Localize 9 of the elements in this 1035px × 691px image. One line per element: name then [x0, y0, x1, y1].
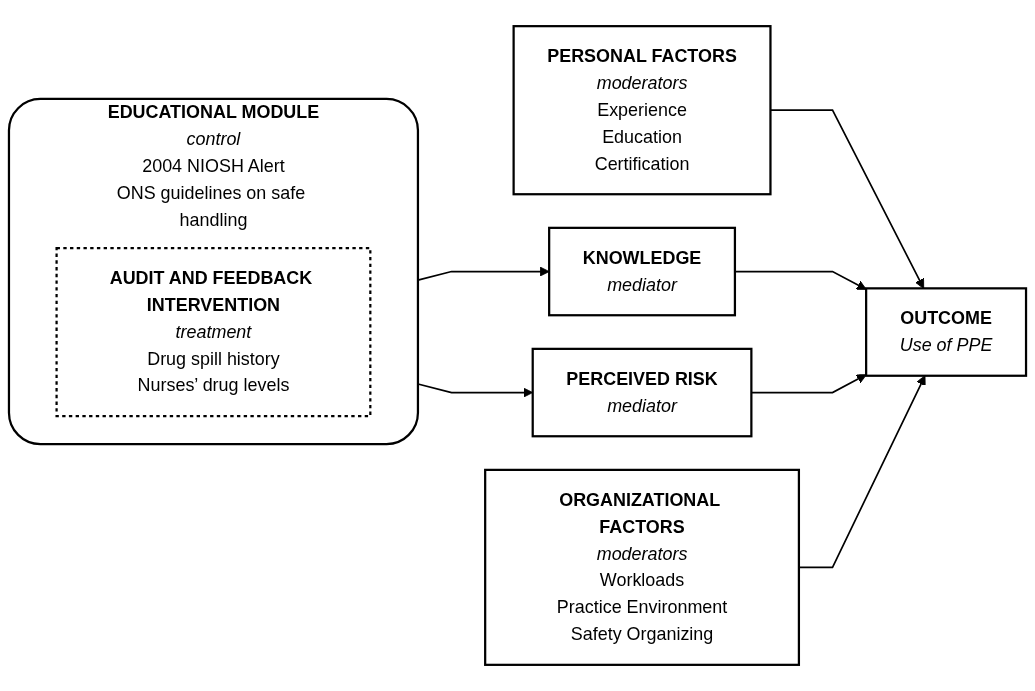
node-box: AUDIT AND FEEDBACK INTERVENTION treatment Drug spill history Nurses’ drug levels — [55, 246, 372, 418]
node-box: OUTCOME Use of PPE — [865, 287, 1028, 377]
arrow — [798, 375, 926, 569]
node-box: KNOWLEDGE mediator — [548, 226, 737, 317]
node-box: PERCEIVED RISK mediator — [531, 347, 753, 438]
node-box: PERSONAL FACTORS moderators Experience Education Certification — [512, 25, 772, 196]
arrow — [417, 266, 550, 281]
node-box: ORGANIZATIONAL FACTORS moderators Workloads Practice Environment Safety Organizing — [484, 468, 801, 666]
arrow — [734, 270, 867, 290]
